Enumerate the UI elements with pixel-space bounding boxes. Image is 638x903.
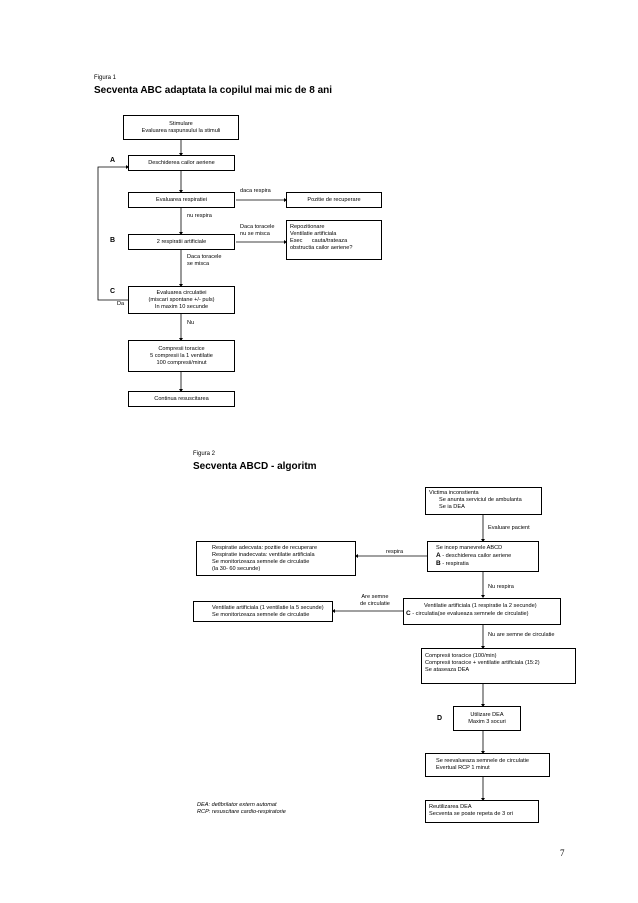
footnote-rcp: RCP: resuscitare cardio-respiratorie: [197, 809, 286, 815]
ventilatie-left-line-1: Ventilatie artificiala (1 ventilatie la …: [212, 605, 324, 611]
victima-line-1: Victima inconstienta: [429, 490, 479, 496]
ventilatie-right-line-2: C - circulatia(se evalueaza semnele de c…: [406, 610, 557, 618]
label-are-semne-line-2: de circulatie: [360, 601, 390, 607]
letter-b: B: [110, 237, 116, 244]
stimulare-line-1: Stimulare: [169, 120, 193, 127]
label-nu-respira-2: Nu respira: [488, 584, 514, 590]
circulatie-line-1: Evaluarea circulatiei: [156, 289, 207, 296]
respiratie-box: Respiratie adecvata: pozitie de recupera…: [196, 541, 356, 576]
label-nu-are-semne: Nu are semne de circulatie: [488, 632, 555, 638]
compresii-algoritm-line-3: Se ataseaza DEA: [425, 667, 470, 673]
footnote-dea: DEA: defibrilator extern automat: [197, 802, 277, 808]
letter-c: C: [110, 288, 116, 295]
compresii-line-3: 100 compresii/minut: [156, 359, 207, 366]
manevre-a-text: - deschiderea cailor aeriene: [440, 553, 512, 559]
reutilizarea-box: Reutilizarea DEA Secventa se poate repet…: [425, 800, 539, 823]
label-daca-toracele-nu-line-1: Daca toracele: [240, 224, 275, 230]
label-daca-toracele-se-misca: Daca toracele se misca: [187, 254, 222, 268]
ventilatie-left-box: Ventilatie artificiala (1 ventilatie la …: [193, 601, 333, 622]
utilizare-dea-box: Utilizare DEA Maxim 3 socuri: [453, 706, 521, 731]
circulatie-line-3: In maxim 10 secunde: [154, 303, 209, 310]
reevalueaza-box: Se reevalueaza semnele de circulatie Eve…: [425, 753, 550, 777]
continua-box: Continua resuscitarea: [128, 391, 235, 407]
ventilatie-left-line-2: Se monitorizeaza semnele de circulatie: [212, 612, 310, 618]
compresii-algoritm-line-1: Compresii toracice (100/min): [425, 653, 497, 659]
letter-a: A: [110, 157, 116, 164]
letter-d: D: [437, 715, 443, 722]
ventilatie-right-c-text: - circulatia(se evalueaza semnele de cir…: [410, 611, 529, 617]
page-number: 7: [560, 848, 565, 858]
victima-line-3: Se ia DEA: [439, 504, 465, 510]
label-nu-respira: nu respira: [187, 213, 212, 219]
manevre-title: Se incep manevrele ABCD: [436, 545, 503, 551]
reutilizarea-line-2: Secventa se poate repeta de 3 ori: [429, 811, 513, 817]
label-daca-toracele-se-line-1: Daca toracele: [187, 254, 222, 260]
repozitionare-line-1: Repozitionare: [290, 224, 325, 230]
figure2-title: Secventa ABCD - algoritm: [193, 461, 317, 472]
compresii-box: Compresii toracice 5 compresii la 1 vent…: [128, 340, 235, 372]
manevre-b-letter: B: [436, 560, 441, 567]
manevre-box: Se incep manevrele ABCD A - deschiderea …: [427, 541, 539, 572]
label-evaluare-pacient: Evaluare pacient: [488, 525, 530, 531]
victima-line-2: Se anunta serviciul de ambulanta: [439, 497, 522, 503]
figure2-label: Figura 2: [193, 451, 216, 457]
repozitionare-line-4: obstructia cailor aeriene?: [290, 245, 353, 251]
ventilatie-right-line-1: Ventilatie artificiala (1 respiratie la …: [424, 603, 537, 609]
manevre-a-letter: A: [436, 552, 441, 559]
reevalueaza-line-2: Evertual RCP 1 minut: [436, 765, 490, 771]
ventilatie-right-c-letter: C: [406, 610, 411, 617]
label-daca-respira: daca respira: [240, 188, 271, 194]
compresii-algoritm-line-2: Compresii toracice + ventilatie artifici…: [425, 660, 540, 666]
ventilatie-right-box: Ventilatie artificiala (1 respiratie la …: [403, 598, 561, 625]
footnotes: DEA: defibrilator extern automat RCP: re…: [197, 802, 286, 816]
manevre-line-a: A - deschiderea cailor aeriene: [436, 552, 535, 560]
respiratii-artificiale-box: 2 respiratii artificiale: [128, 234, 235, 250]
utilizare-line-2: Maxim 3 socuri: [468, 718, 506, 725]
label-da: Da: [117, 301, 125, 307]
label-are-semne-line-1: Are semne: [361, 594, 389, 600]
stimulare-box: Stimulare Evaluarea raspunsului la stimu…: [123, 115, 239, 140]
manevre-line-b: B - respiratia: [436, 560, 535, 568]
label-nu: Nu: [187, 320, 195, 326]
figure1-label: Figura 1: [94, 75, 117, 81]
compresii-line-1: Compresii toracice: [158, 345, 205, 352]
circulatie-line-2: (miscari spontane +/- puls): [148, 296, 215, 303]
compresii-algoritm-box: Compresii toracice (100/min) Compresii t…: [421, 648, 576, 684]
pozitie-recuperare-box: Pozitie de recuperare: [286, 192, 382, 208]
repozitionare-line-3: Esec cauta/trateaza: [290, 238, 348, 244]
repozitionare-line-2: Ventilatie artificiala: [290, 231, 337, 237]
label-daca-toracele-nu-se-misca: Daca toracele nu se misca: [240, 224, 275, 238]
deschiderea-box: Deschiderea cailor aeriene: [128, 155, 235, 171]
utilizare-line-1: Utilizare DEA: [470, 711, 504, 718]
label-are-semne: Are semne de circulatie: [360, 594, 390, 608]
stimulare-line-2: Evaluarea raspunsului la stimuli: [141, 127, 221, 134]
figure1-title: Secventa ABC adaptata la copilul mai mic…: [94, 85, 333, 96]
reutilizarea-line-1: Reutilizarea DEA: [429, 804, 472, 810]
respiratie-line-4: (la 30- 60 secunde): [212, 566, 261, 572]
evaluarea-circulatiei-box: Evaluarea circulatiei (miscari spontane …: [128, 286, 235, 314]
label-daca-toracele-se-line-2: se misca: [187, 261, 210, 267]
manevre-b-text: - respiratia: [440, 561, 469, 567]
respiratie-line-3: Se monitorizeaza semnele de circulatie: [212, 559, 310, 565]
repozitionare-box: Repozitionare Ventilatie artificiala Ese…: [286, 220, 382, 260]
respiratie-line-1: Respiratie adecvata: pozitie de recupera…: [212, 545, 318, 551]
label-daca-toracele-nu-line-2: nu se misca: [240, 231, 270, 237]
victima-box: Victima inconstienta Se anunta serviciul…: [425, 487, 542, 515]
compresii-line-2: 5 compresii la 1 ventilatie: [150, 352, 213, 359]
evaluarea-respiratiei-box: Evaluarea respiratiei: [128, 192, 235, 208]
reevalueaza-line-1: Se reevalueaza semnele de circulatie: [436, 758, 529, 764]
label-respira: respira: [386, 549, 404, 555]
respiratie-line-2: Respiratie inadecvata: ventilatie artifi…: [212, 552, 315, 558]
